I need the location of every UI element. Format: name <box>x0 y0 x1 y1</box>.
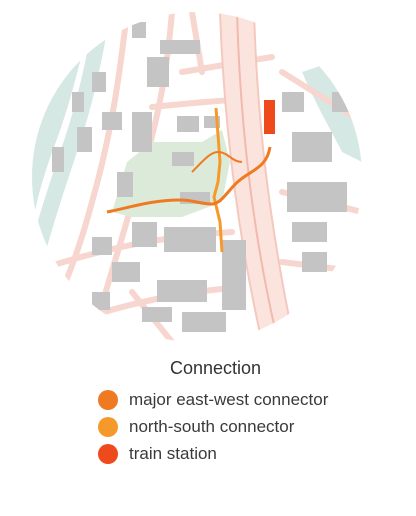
rail-corridor <box>218 12 296 342</box>
orange-circle-icon <box>98 390 118 410</box>
map-svg <box>32 12 362 342</box>
legend-item-train-station: train station <box>98 442 217 466</box>
river-channel <box>32 12 110 262</box>
east-west-connector-branch <box>191 150 243 173</box>
legend-item-east-west: major east-west connector <box>98 388 328 412</box>
map-circle <box>32 12 362 342</box>
legend-title: Connection <box>170 358 262 378</box>
legend-item-north-south: north-south connector <box>98 415 294 439</box>
legend-label: train station <box>129 444 217 463</box>
east-west-connector <box>106 146 272 214</box>
red-circle-icon <box>98 444 118 464</box>
rail-line <box>236 12 279 342</box>
light-orange-circle-icon <box>98 417 118 437</box>
train-station <box>264 100 275 134</box>
legend-label: north-south connector <box>129 417 295 436</box>
legend-label: major east-west connector <box>129 390 329 409</box>
